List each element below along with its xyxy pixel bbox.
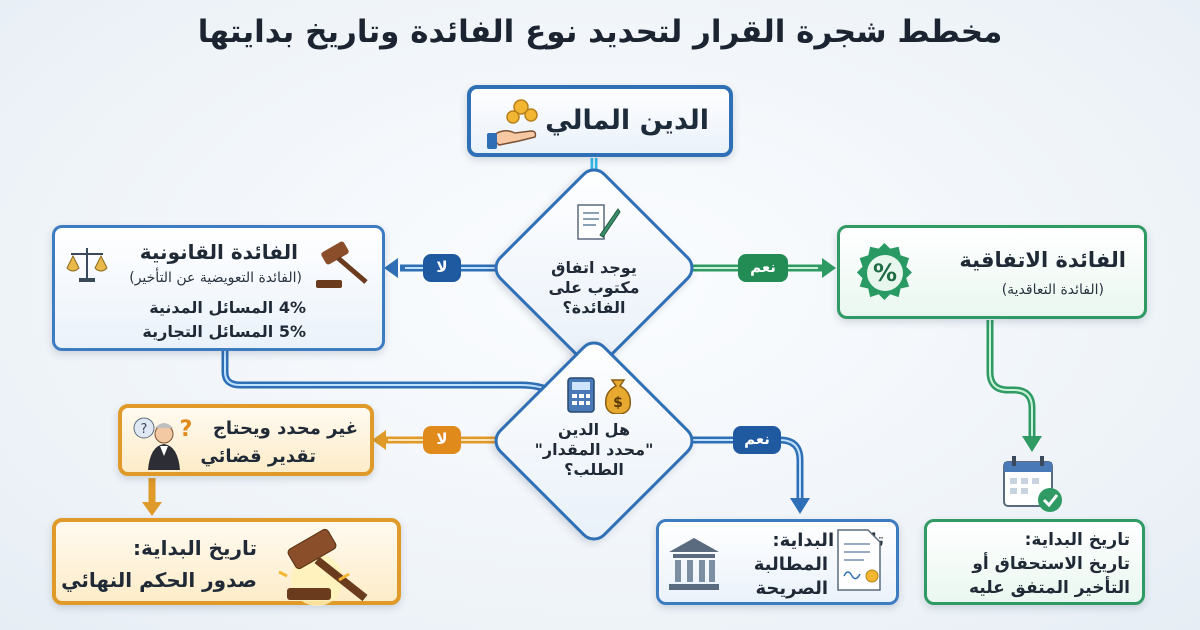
svg-text:?: ?	[180, 417, 192, 442]
start-judgment-line2: صدور الحكم النهائي	[61, 568, 257, 592]
start-due-line2: تاريخ الاستحقاق أو	[972, 554, 1130, 574]
decision2-line2: "محدد المقدار"	[534, 440, 654, 459]
hand-coins-icon	[485, 97, 545, 157]
certificate-icon	[834, 528, 884, 596]
connector-legal-decision2	[221, 350, 558, 398]
start-claim-line2: المطالبة	[753, 554, 828, 575]
legal-subtitle: (الفائدة التعويضية عن التأخير)	[129, 270, 302, 286]
root-label: الدين المالي	[545, 105, 709, 136]
decision2-line3: الطلب؟	[564, 460, 624, 479]
svg-text:%: %	[873, 259, 897, 287]
bank-icon	[667, 536, 721, 598]
calendar-check-icon	[1000, 454, 1064, 518]
decision2-question: هل الدين "محدد المقدار" الطلب؟	[524, 420, 664, 480]
undetermined-line2: تقدير قضائي	[200, 446, 316, 467]
contract-pen-icon	[574, 203, 622, 251]
page-title: مخطط شجرة القرار لتحديد نوع الفائدة وتار…	[197, 14, 1003, 50]
legal-commercial: 5% المسائل التجارية	[142, 322, 306, 341]
calculator-moneybag-icon: $	[566, 374, 636, 418]
undetermined-box: غير محدد ويحتاج تقدير قضائي ? ?	[118, 404, 374, 476]
gavel-icon	[269, 524, 389, 610]
judge-icon: ? ?	[130, 414, 192, 476]
legal-title: الفائدة القانونية	[139, 240, 298, 264]
start-claim-line3: الصريحة	[755, 578, 828, 599]
connector-contractual-due	[986, 320, 1036, 438]
root-node: الدين المالي	[467, 85, 733, 157]
decision1-text: يوجد اتفاق مكتوب على الفائدة؟	[548, 258, 640, 317]
scales-icon	[65, 242, 109, 290]
percent-icon: %	[854, 242, 916, 308]
decision2-no-label: لا	[423, 426, 461, 454]
legal-interest-box: الفائدة القانونية (الفائدة التعويضية عن …	[52, 225, 385, 351]
decision1-yes-label: نعم	[738, 254, 788, 282]
legal-civil: 4% المسائل المدنية	[149, 298, 306, 317]
start-due-line1: تاريخ البداية:	[1024, 530, 1130, 550]
gavel-icon	[312, 238, 374, 296]
start-judgment-box: تاريخ البداية: صدور الحكم النهائي	[52, 518, 401, 606]
start-due-box: تاريخ البداية: تاريخ الاستحقاق أو التأخي…	[924, 519, 1145, 605]
decision1-question: يوجد اتفاق مكتوب على الفائدة؟	[524, 258, 664, 318]
svg-text:?: ?	[141, 422, 148, 437]
contractual-subtitle: (الفائدة التعاقدية)	[1001, 282, 1104, 298]
start-judgment-line1: تاريخ البداية:	[133, 536, 257, 560]
decision2-yes-label: نعم	[733, 426, 781, 454]
decision1-no-label: لا	[423, 254, 461, 282]
contractual-title: الفائدة الاتفاقية	[959, 248, 1126, 272]
decision2-line1: هل الدين	[557, 420, 631, 439]
contractual-interest-box: الفائدة الاتفاقية (الفائدة التعاقدية) %	[837, 225, 1147, 319]
start-due-line3: التأخير المتفق عليه	[968, 578, 1130, 598]
undetermined-line1: غير محدد ويحتاج	[212, 418, 358, 439]
svg-text:$: $	[613, 395, 623, 411]
